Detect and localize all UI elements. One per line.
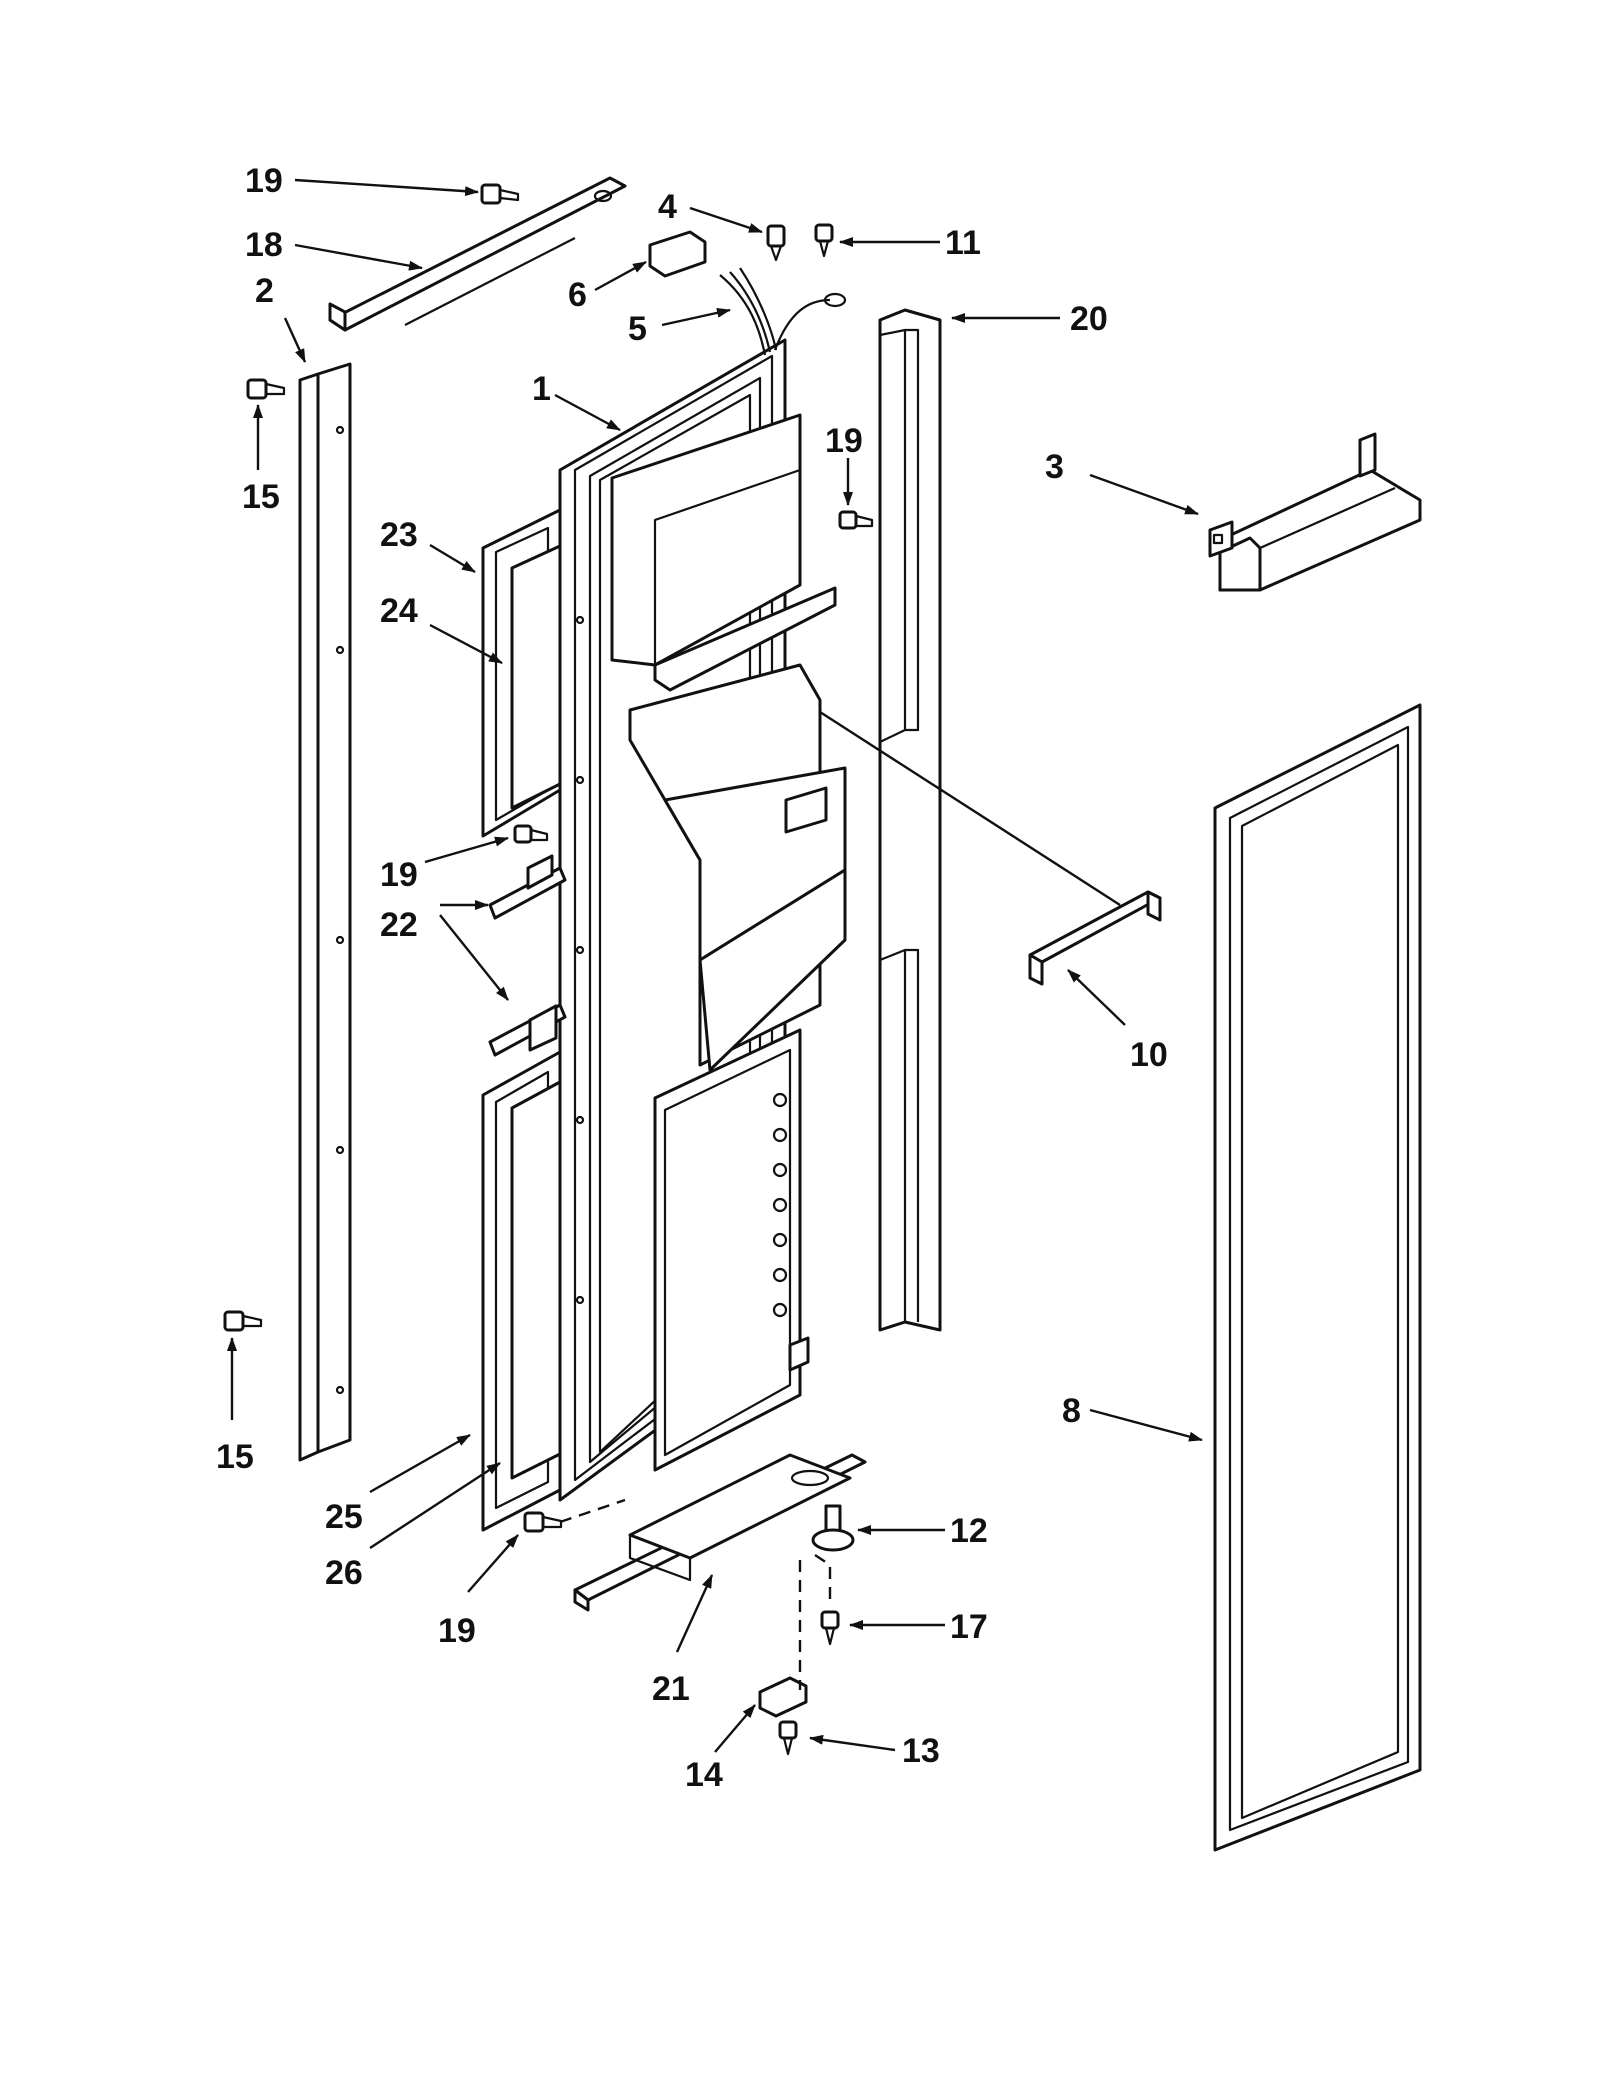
lower-inner-panel-part — [510, 1080, 562, 1480]
right-trim-strip-part — [878, 308, 942, 1332]
callout-12: 12 — [950, 1512, 988, 1550]
screw-19-top — [480, 183, 520, 205]
assembly-line-bottom-screw — [559, 1498, 626, 1524]
callout-5: 5 — [628, 310, 647, 348]
screw-15-lower — [223, 1310, 263, 1332]
callout-19-right: 19 — [825, 422, 863, 460]
assembly-line-bracket-10 — [819, 710, 1121, 907]
callout-17: 17 — [950, 1608, 988, 1646]
callout-6: 6 — [568, 276, 587, 314]
wire-harness-5 — [719, 267, 847, 356]
callout-25: 25 — [325, 1498, 363, 1536]
screw-4 — [766, 224, 786, 262]
screw-19-bottom — [523, 1511, 563, 1533]
screw-13 — [778, 1720, 798, 1756]
callout-19-top: 19 — [245, 162, 283, 200]
screw-11 — [814, 223, 834, 258]
spacer-strip-lower-part — [488, 1003, 567, 1057]
callout-23: 23 — [380, 516, 418, 554]
hinge-pin-part — [811, 1504, 855, 1552]
callout-4: 4 — [658, 188, 677, 226]
connector-6 — [648, 230, 707, 278]
hinge-block-part — [758, 1676, 808, 1718]
callout-3: 3 — [1045, 448, 1064, 486]
callout-8: 8 — [1062, 1392, 1081, 1430]
callout-18: 18 — [245, 226, 283, 264]
callout-15-lower: 15 — [216, 1438, 254, 1476]
callout-19-middle: 19 — [380, 856, 418, 894]
callout-19-bottom: 19 — [438, 1612, 476, 1650]
callout-20: 20 — [1070, 300, 1108, 338]
callout-10: 10 — [1130, 1036, 1168, 1074]
upper-inner-panel-part — [510, 544, 562, 810]
screw-19-right — [838, 510, 874, 530]
callout-13: 13 — [902, 1732, 940, 1770]
callout-21: 21 — [652, 1670, 690, 1708]
callout-26: 26 — [325, 1554, 363, 1592]
left-trim-strip-part — [298, 362, 352, 1462]
callout-15-upper: 15 — [242, 478, 280, 516]
door-panel-part — [558, 338, 847, 1502]
callout-14: 14 — [685, 1756, 723, 1794]
callout-22: 22 — [380, 906, 418, 944]
spacer-strip-upper-part — [488, 854, 567, 920]
callout-2: 2 — [255, 272, 274, 310]
callout-24: 24 — [380, 592, 418, 630]
bottom-hinge-cover-part — [573, 1453, 867, 1612]
callout-1: 1 — [532, 370, 551, 408]
leader-arrows — [227, 178, 1203, 1753]
screw-19-middle — [513, 824, 549, 844]
assembly-line-screw-17 — [814, 1554, 832, 1605]
callout-11: 11 — [945, 224, 981, 262]
top-hinge-cover-part — [328, 176, 627, 332]
handle-bracket-part — [1208, 432, 1422, 592]
door-gasket-part — [1213, 703, 1422, 1852]
screw-17 — [820, 1610, 840, 1646]
dispenser-bracket-part — [1028, 890, 1162, 986]
screw-15-upper — [246, 378, 286, 400]
